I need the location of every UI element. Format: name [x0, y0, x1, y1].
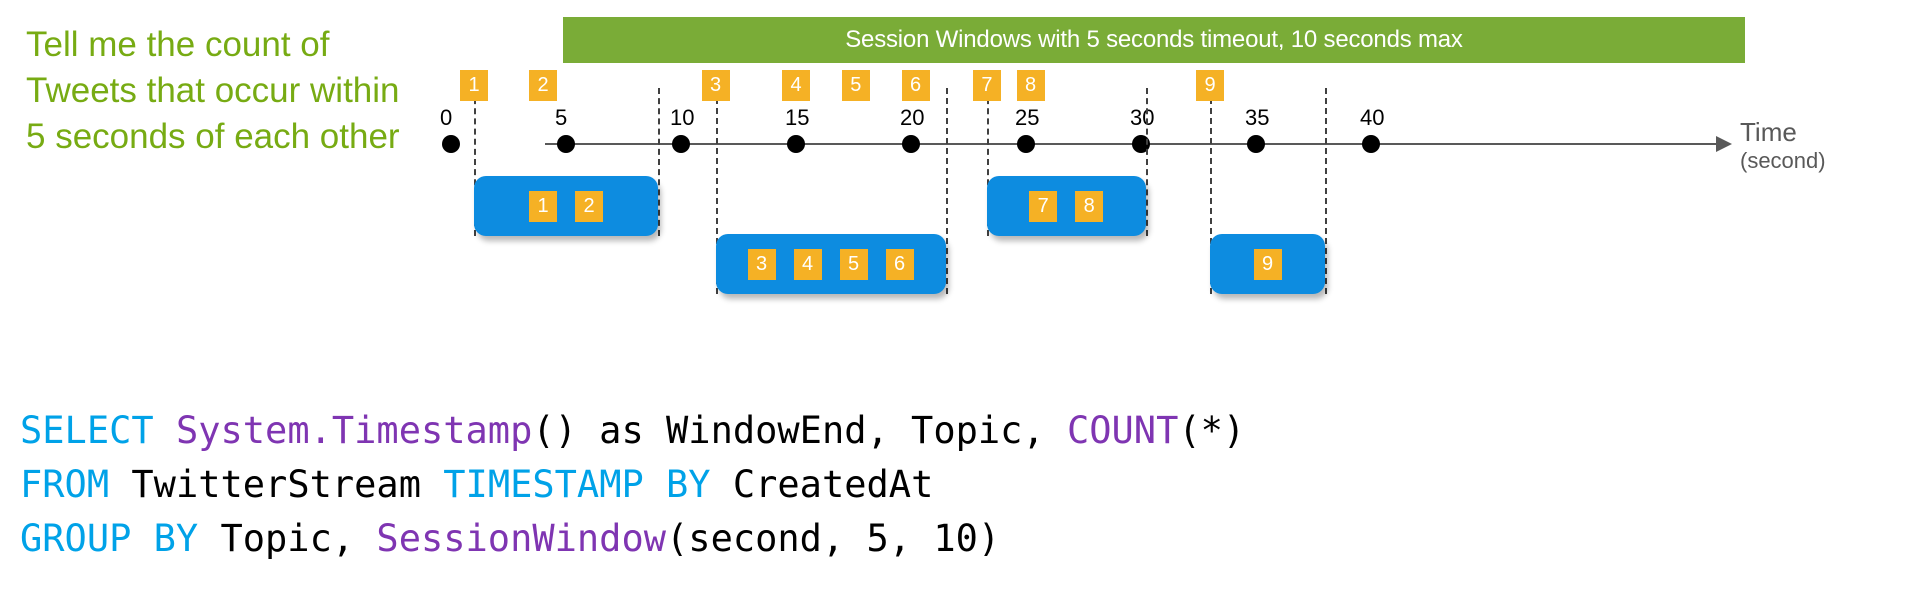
session-event-badge-5: 5: [839, 248, 868, 280]
event-dashed-line: [474, 88, 476, 236]
session-event-badge-3: 3: [747, 248, 776, 280]
event-dashed-line: [986, 88, 989, 236]
time-axis-tick-label: 30: [1130, 105, 1155, 130]
time-axis-dot: [1017, 135, 1035, 153]
event-badge-1: 1: [460, 70, 488, 101]
sql-line: SELECT System.Timestamp() as WindowEnd, …: [20, 404, 1245, 458]
time-axis-dot: [1362, 135, 1380, 153]
time-axis-tick-label: 0: [440, 105, 453, 130]
time-axis-tick-label: 10: [670, 105, 695, 130]
session-event-badge-9: 9: [1253, 248, 1282, 280]
event-badge-5: 5: [841, 70, 870, 101]
sql-token: (*): [1178, 409, 1246, 452]
session-window-end-dashed-line: [1145, 88, 1148, 236]
sql-token: TwitterStream: [131, 463, 444, 506]
sql-token: COUNT: [1066, 409, 1179, 452]
sql-line: GROUP BY Topic, SessionWindow(second, 5,…: [20, 512, 1245, 566]
time-axis-tick-label: 20: [900, 105, 925, 130]
session-event-badge-6: 6: [885, 248, 914, 280]
time-axis-tick-label: 5: [555, 105, 568, 130]
time-axis-dot: [902, 135, 920, 153]
event-badge-6: 6: [901, 70, 930, 101]
sql-token: GROUP BY: [20, 517, 221, 560]
session-window-end-dashed-line: [1325, 88, 1327, 294]
sql-line: FROM TwitterStream TIMESTAMP BY CreatedA…: [20, 458, 1245, 512]
session-event-badge-2: 2: [575, 190, 603, 222]
event-dashed-line: [1210, 88, 1212, 294]
event-badge-9: 9: [1196, 70, 1224, 101]
session-event-badge-7: 7: [1029, 190, 1058, 222]
sql-token: (second, 5, 10): [666, 517, 1001, 560]
event-badge-7: 7: [972, 70, 1001, 101]
session-window-end-dashed-line: [945, 88, 948, 294]
event-badge-3: 3: [701, 70, 730, 101]
session-window-diagram: Session Windows with 5 seconds timeout, …: [440, 17, 1826, 294]
time-axis-dot: [672, 135, 690, 153]
session-event-badge-4: 4: [793, 248, 822, 280]
time-axis-caption-unit: (second): [1740, 147, 1826, 173]
time-axis-dot: [557, 135, 575, 153]
event-badge-8: 8: [1016, 70, 1045, 101]
time-axis-tick-label: 25: [1015, 105, 1040, 130]
event-badge-2: 2: [529, 70, 557, 101]
sql-query-block: SELECT System.Timestamp() as WindowEnd, …: [20, 404, 1245, 566]
sql-token: SELECT: [20, 409, 176, 452]
sql-token: FROM: [20, 463, 132, 506]
time-axis-arrow-icon: [1716, 136, 1732, 152]
event-badge-4: 4: [782, 70, 810, 101]
sql-token: TIMESTAMP BY: [443, 463, 733, 506]
time-axis-dot: [787, 135, 805, 153]
session-window-title-label: Session Windows with 5 seconds timeout, …: [845, 26, 1463, 53]
session-event-badge-1: 1: [529, 190, 557, 222]
session-event-badge-8: 8: [1075, 190, 1104, 222]
time-axis-dot: [442, 135, 460, 153]
sql-token: System.Timestamp: [175, 409, 533, 452]
time-axis-caption-main: Time: [1740, 117, 1797, 147]
time-axis-tick-label: 15: [785, 105, 810, 130]
sql-token: Topic,: [220, 517, 377, 560]
time-axis-tick-label: 35: [1245, 105, 1270, 130]
sql-token: () as WindowEnd, Topic,: [532, 409, 1067, 452]
time-axis-tick-label: 40: [1360, 105, 1385, 130]
time-axis-dot: [1247, 135, 1265, 153]
session-window-box: 9: [1210, 234, 1325, 294]
time-axis-caption: Time (second): [1740, 117, 1826, 174]
session-window-title-bar: Session Windows with 5 seconds timeout, …: [563, 17, 1745, 63]
sql-token: SessionWindow: [376, 517, 667, 560]
event-dashed-line: [715, 88, 718, 294]
time-axis-dot: [1132, 135, 1150, 153]
session-window-end-dashed-line: [658, 88, 660, 236]
sql-token: CreatedAt: [732, 463, 934, 506]
prompt-question-text: Tell me the count of Tweets that occur w…: [26, 25, 410, 157]
